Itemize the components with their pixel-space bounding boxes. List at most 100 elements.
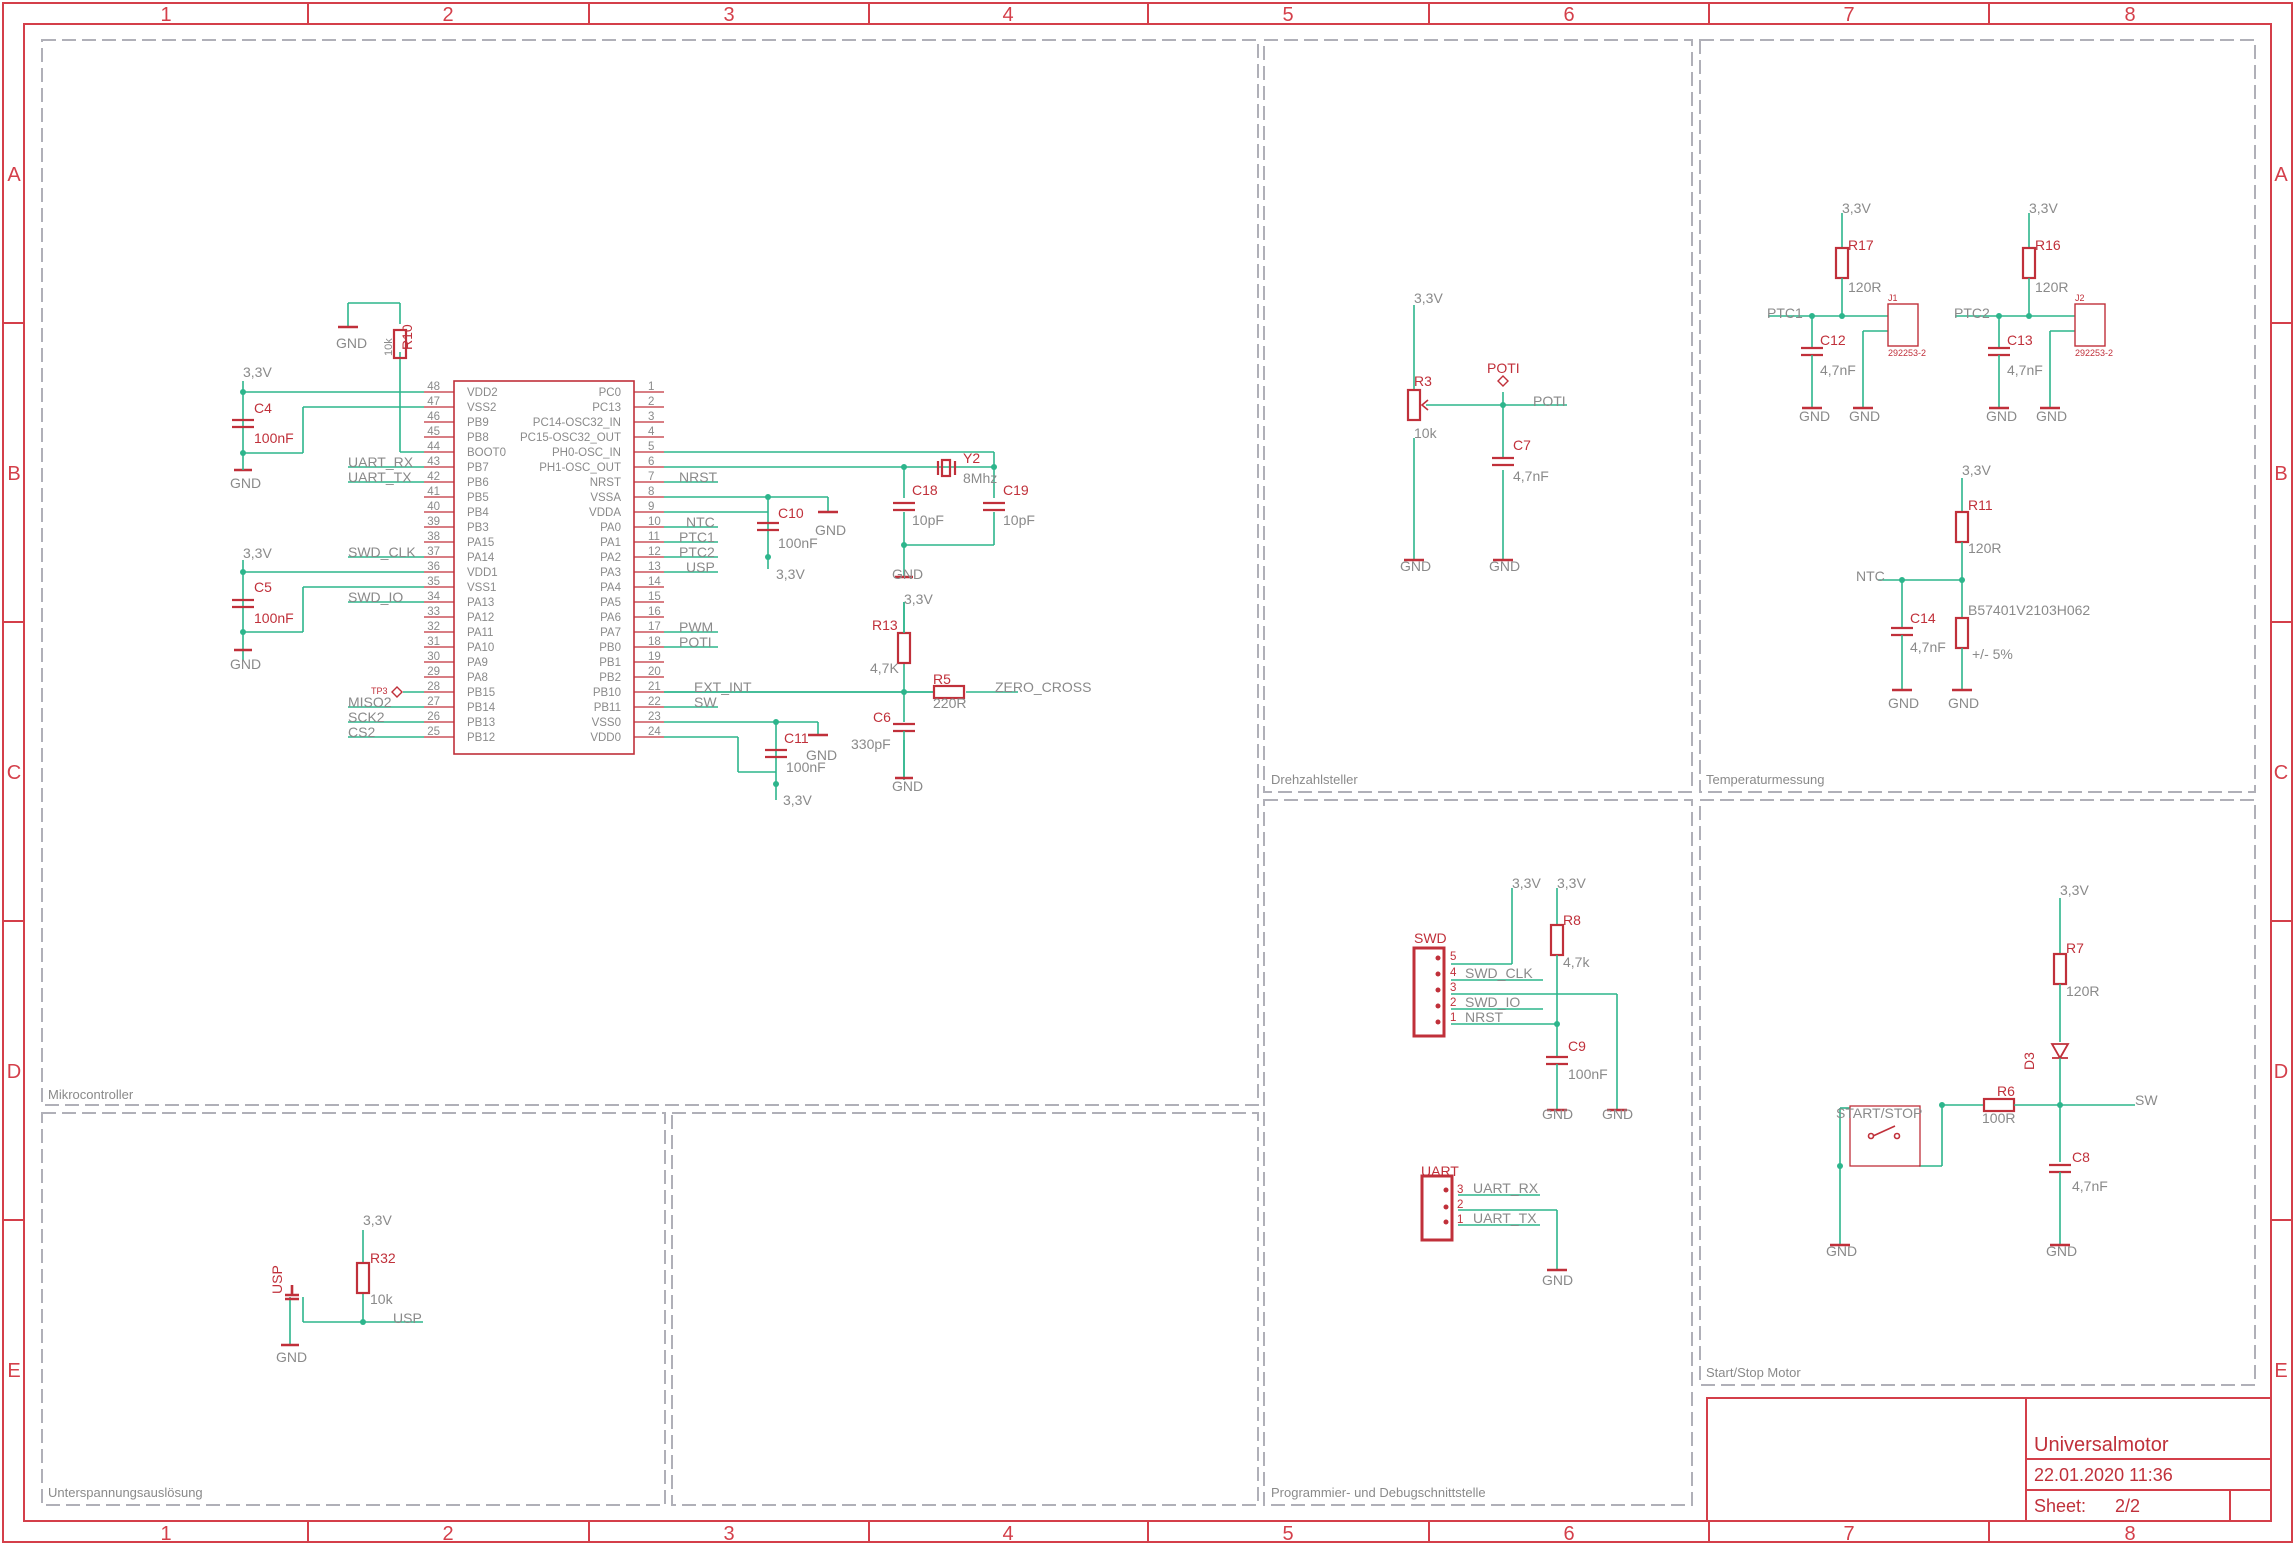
c13-ref: C13 xyxy=(2007,332,2033,348)
usp-connector-label: USP xyxy=(269,1265,285,1294)
net-ptc2: PTC2 xyxy=(679,544,715,560)
c13-value: 4,7nF xyxy=(2007,362,2043,378)
mcu-right-pin-number: 17 xyxy=(648,621,661,633)
r5-ref: R5 xyxy=(933,671,951,687)
mcu-left-pin-number: 25 xyxy=(427,726,440,738)
net-sw: SW xyxy=(694,694,717,710)
section-title-speed: Drehzahlsteller xyxy=(1271,772,1358,787)
r13-value: 4,7K xyxy=(870,660,899,676)
net-swd-clk-prog: SWD_CLK xyxy=(1465,965,1533,981)
mcu-left-pin-name: PB5 xyxy=(467,492,489,504)
net-usp: USP xyxy=(686,559,715,575)
section-title-temp: Temperaturmessung xyxy=(1706,772,1825,787)
capacitor-c10 xyxy=(757,521,779,532)
mcu-left-pin-number: 47 xyxy=(427,396,440,408)
ntc-gnd-label: GND xyxy=(1948,695,1979,711)
mcu-right-pin-number: 15 xyxy=(648,591,661,603)
net-pwm: PWM xyxy=(679,619,713,635)
mcu-left-pin-number: 38 xyxy=(427,531,440,543)
swd-pin-5: 5 xyxy=(1450,951,1456,963)
net-zero-cross: ZERO_CROSS xyxy=(995,679,1091,695)
title-block-sheet-label: Sheet: xyxy=(2034,1496,2086,1516)
r7-supply-label: 3,3V xyxy=(2060,882,2089,898)
mcu-left-pin-name: PA10 xyxy=(467,642,494,654)
mcu-right-pin-name: PB1 xyxy=(599,657,621,669)
switch-gnd-label: GND xyxy=(1826,1243,1857,1259)
capacitor-c11 xyxy=(765,748,787,759)
row-label-b-right: B xyxy=(2274,463,2287,485)
mcu-right-pin-name: PA4 xyxy=(600,582,621,594)
section-title-undervoltage: Unterspannungsauslösung xyxy=(48,1485,203,1500)
swd-connector xyxy=(1412,946,1446,1038)
mcu-left-pin-number: 28 xyxy=(427,681,440,693)
r32-value: 10k xyxy=(370,1291,394,1307)
mcu-left-pin-name: PB9 xyxy=(467,417,489,429)
section-title-mcu: Mikrocontroller xyxy=(48,1087,134,1102)
net-ntc: NTC xyxy=(686,514,715,530)
section-speed xyxy=(1263,39,1693,793)
mcu-right-pin-name: PC14-OSC32_IN xyxy=(533,417,621,429)
mcu-left-pin-name: VDD1 xyxy=(467,567,498,579)
mcu-left-pin-name: PB4 xyxy=(467,507,489,519)
col-label-6: 6 xyxy=(1563,4,1574,26)
mcu-left-pin-name: VSS2 xyxy=(467,402,496,414)
mcu-right-pin-number: 16 xyxy=(648,606,661,618)
mcu-right-pin-number: 20 xyxy=(648,666,661,678)
col-label-1-bottom: 1 xyxy=(160,1523,171,1545)
r17-value: 120R xyxy=(1848,279,1881,295)
resistor-r10 xyxy=(338,325,408,360)
mcu-right-pin-number: 12 xyxy=(648,546,661,558)
mcu-right-pin-number: 24 xyxy=(648,726,661,738)
mcu-left-pin-name: PA11 xyxy=(467,627,493,639)
mcu-left-pin-number: 46 xyxy=(427,411,440,423)
c7-ref: C7 xyxy=(1513,437,1531,453)
uart-pin-1: 1 xyxy=(1457,1214,1463,1226)
section-mcu xyxy=(41,39,1259,1106)
net-usp-undervoltage: USP xyxy=(393,1310,422,1326)
row-label-e: E xyxy=(7,1360,20,1382)
r6-ref: R6 xyxy=(1997,1083,2015,1099)
r7-ref: R7 xyxy=(2066,940,2084,956)
c19-ref: C19 xyxy=(1003,482,1029,498)
mcu-right-pin-number: 13 xyxy=(648,561,661,573)
mcu-right-pin-number: 21 xyxy=(648,681,661,693)
mcu-left-pin-number: 35 xyxy=(427,576,440,588)
mcu-left-pin-number: 39 xyxy=(427,516,440,528)
startstop-circuit xyxy=(1830,898,2135,1247)
r8-supply-label: 3,3V xyxy=(1557,875,1586,891)
mcu-left-pin-name: PA8 xyxy=(467,672,488,684)
c14-value: 4,7nF xyxy=(1910,639,1946,655)
net-nrst: NRST xyxy=(679,469,718,485)
mcu-right-wires xyxy=(664,451,1018,800)
r11-value: 120R xyxy=(1968,540,2001,556)
mcu-left-pin-name: PA13 xyxy=(467,597,494,609)
c12-ref: C12 xyxy=(1820,332,1846,348)
c5-value: 100nF xyxy=(254,610,294,626)
net-sck2: SCK2 xyxy=(348,709,385,725)
mcu-left-pin-name: PA15 xyxy=(467,537,494,549)
mcu-right-pin-name: PB11 xyxy=(594,702,621,714)
mcu-right-pin-number: 7 xyxy=(648,471,654,483)
net-swd-io-prog: SWD_IO xyxy=(1465,994,1520,1010)
j1-gnd-label: GND xyxy=(1849,408,1880,424)
mcu-left-pin-name: PA12 xyxy=(467,612,494,624)
speed-control-circuit xyxy=(1404,305,1567,562)
net-cs2: CS2 xyxy=(348,724,375,740)
r10-gnd-label: GND xyxy=(336,335,367,351)
section-undervoltage xyxy=(41,1112,666,1506)
capacitor-c5 xyxy=(232,598,254,609)
title-block-date: 22.01.2020 11:36 xyxy=(2034,1465,2173,1485)
net-ptc1: PTC1 xyxy=(679,529,715,545)
net-swd-io: SWD_IO xyxy=(348,589,403,605)
net-poti-speed: POTI xyxy=(1533,393,1566,409)
r13-supply-label: 3,3V xyxy=(904,591,933,607)
y2-value: 8Mhz xyxy=(963,470,997,486)
undervoltage-gnd-label: GND xyxy=(276,1349,307,1365)
mcu-right-pin-number: 6 xyxy=(648,456,654,468)
swd-gnd-label: GND xyxy=(1602,1106,1633,1122)
mcu-right-pin-number: 19 xyxy=(648,651,661,663)
section-temp xyxy=(1699,39,2256,793)
